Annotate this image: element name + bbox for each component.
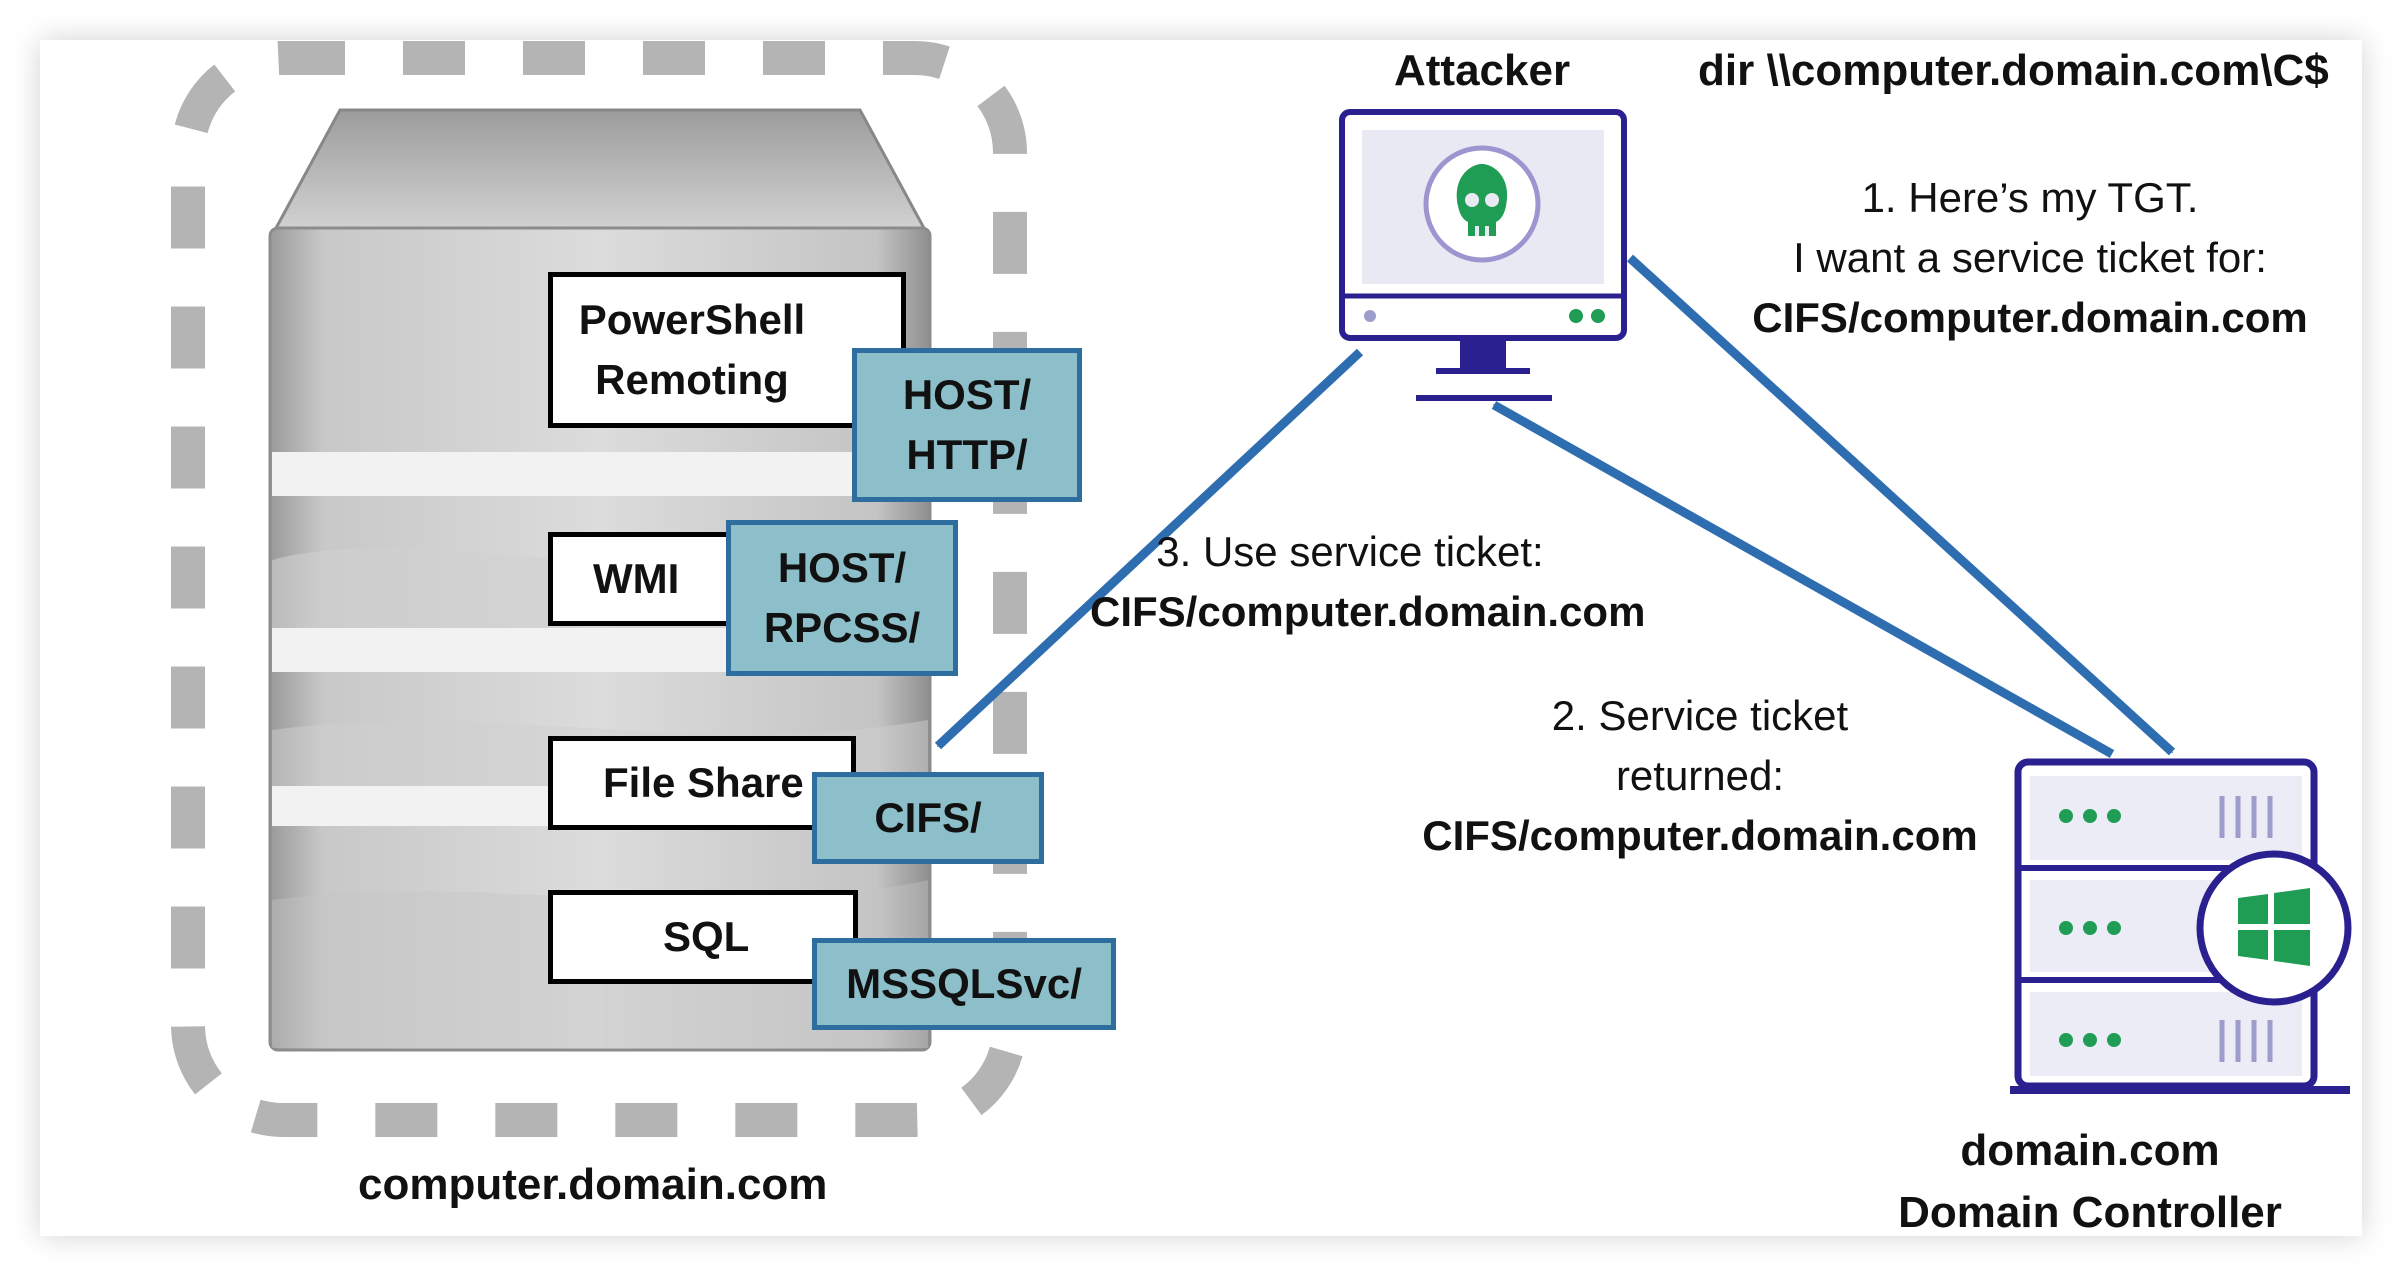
arrow-step1-request-tgs [1626, 254, 2176, 756]
service-sql: SQL [548, 890, 858, 984]
spn-box-wmi: HOST/ RPCSS/ [726, 520, 958, 676]
spn-label: MSSQLSvc/ [846, 960, 1082, 1007]
spn-box-sql: MSSQLSvc/ [812, 938, 1116, 1030]
arrow-step2-ticket-returned [1491, 401, 2115, 758]
attacker-title: Attacker [1394, 46, 1571, 95]
step3-line1: 3. Use service ticket: [1156, 528, 1544, 575]
step3-label: 3. Use service ticket: CIFS/computer.dom… [1090, 522, 1646, 642]
spn-box-file-share: CIFS/ [812, 772, 1044, 864]
step3-line2: CIFS/computer.domain.com [1090, 588, 1646, 635]
step1-label: 1. Here’s my TGT. I want a service ticke… [1720, 168, 2340, 348]
step1-line1: 1. Here’s my TGT. [1861, 174, 2199, 221]
step2-label: 2. Service ticket returned: CIFS/compute… [1400, 686, 2000, 866]
spn-label: CIFS/ [874, 794, 982, 841]
attacker-command: dir \\computer.domain.com\C$ [1698, 46, 2329, 95]
step2-line3: CIFS/computer.domain.com [1422, 812, 1978, 859]
step2-line2: returned: [1615, 752, 1785, 799]
spn-label: HOST/ [777, 544, 907, 591]
server-caption: computer.domain.com [358, 1160, 828, 1209]
server-boundary [171, 41, 1027, 1137]
spn-label: HOST/ [902, 371, 1032, 418]
service-wmi: WMI [548, 532, 748, 626]
service-label-line: Remoting [595, 356, 789, 403]
step1-line2: I want a service ticket for: [1793, 234, 2267, 281]
dc-caption-line1: domain.com [1960, 1126, 2220, 1175]
domain-controller-server [2010, 758, 2352, 1094]
service-label-line: File Share [603, 759, 804, 806]
spn-label: HTTP/ [906, 431, 1028, 478]
step1-line3: CIFS/computer.domain.com [1752, 294, 2308, 341]
windows-logo-icon [2196, 850, 2352, 1006]
dc-caption: domain.com Domain Controller [1840, 1120, 2340, 1244]
attacker-monitor [1339, 109, 1627, 401]
service-file-share: File Share [548, 736, 856, 830]
spn-box-powershell: HOST/ HTTP/ [852, 348, 1082, 502]
service-label-line: SQL [663, 913, 750, 960]
service-label-line: WMI [593, 555, 680, 602]
skull-icon [1423, 145, 1541, 263]
spn-label: RPCSS/ [763, 604, 921, 651]
step2-line1: 2. Service ticket [1551, 692, 1849, 739]
dc-caption-line2: Domain Controller [1898, 1188, 2282, 1237]
service-label-line: PowerShell [578, 296, 806, 343]
arrow-step3-use-ticket [934, 348, 1364, 750]
